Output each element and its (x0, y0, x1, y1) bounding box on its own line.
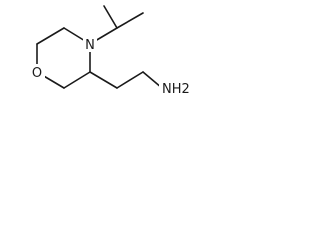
atom-n-ring-label: N (85, 38, 95, 53)
atom-amine: NH2 (159, 80, 190, 97)
atom-amine-label: NH2 (162, 82, 190, 97)
bond-ch2-nh2 (142, 71, 163, 89)
atom-o-ring: O (29, 64, 45, 81)
atom-o-ring-label: O (32, 66, 42, 81)
bond-c2-c3 (63, 71, 91, 89)
bond-isopropyl-ch-methyl-right (116, 12, 144, 29)
bond-c5-c6 (36, 27, 65, 45)
bond-c3-ch2 (89, 71, 118, 89)
bond-isopropyl-ch-methyl-left (103, 5, 118, 29)
molecule-structure-diagram: N O NH2 (29, 5, 190, 97)
bond-ch2-ch2 (116, 71, 144, 89)
atom-n-ring: N (83, 36, 97, 53)
